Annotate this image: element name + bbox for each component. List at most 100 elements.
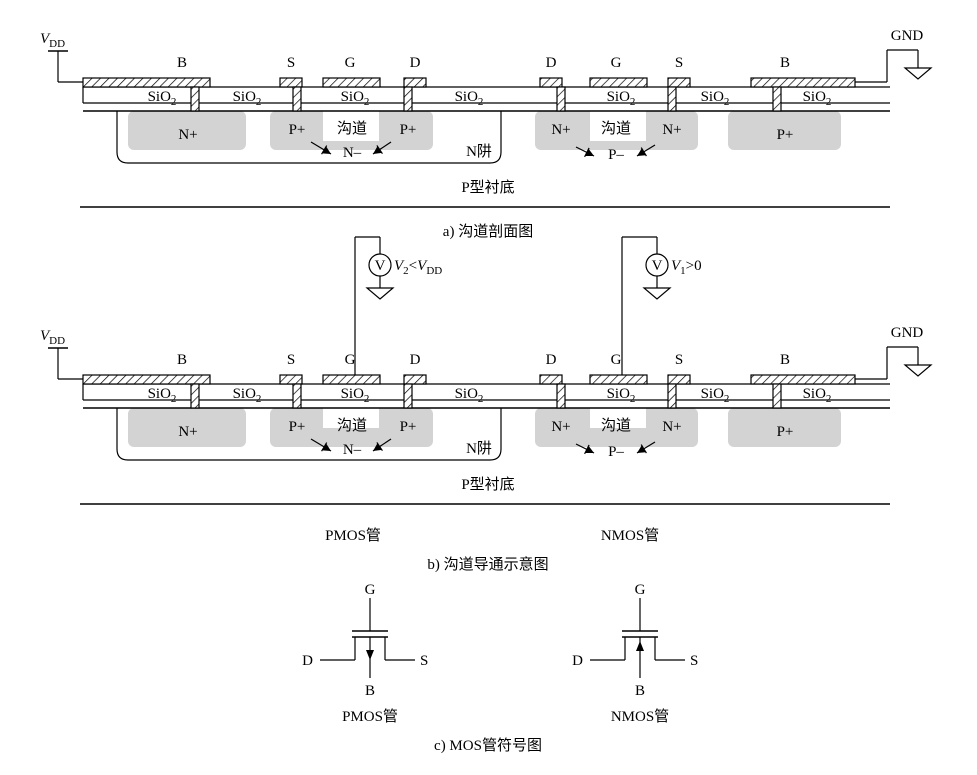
n-well-label: N阱	[466, 440, 492, 457]
voltmeter-v1: V	[621, 236, 672, 375]
pmos-s-label: S	[287, 55, 295, 71]
nmos-channel	[590, 111, 646, 141]
sio2-label-4: SiO2	[455, 386, 484, 405]
pmos-b-label: B	[177, 55, 187, 71]
nmos-channel-label: 沟道	[601, 120, 631, 137]
v2-main: V	[394, 258, 405, 274]
substrate-label: P型衬底	[461, 179, 514, 196]
nmos-gate	[589, 77, 648, 88]
v2-rel: <	[409, 258, 417, 274]
pmos-drain-contact-pad	[403, 374, 427, 385]
n-plus-body-label: N+	[178, 424, 197, 440]
sio2-label-3-main: SiO	[341, 386, 365, 402]
pmos-d-label: D	[410, 55, 421, 71]
nmos-body-contact-pad	[750, 77, 856, 88]
caption-c: c) MOS管符号图	[434, 737, 542, 754]
v1-main: V	[671, 258, 682, 274]
nmos-body-contact	[772, 383, 782, 409]
sio2-label-2-sub: 2	[256, 96, 262, 108]
sio2-label-3-sub: 2	[364, 96, 370, 108]
pmos-source-contact-pad	[279, 374, 303, 385]
nmos-s-label: S	[675, 352, 683, 368]
junction-arrow-icon	[575, 146, 595, 158]
ground-icon	[903, 364, 933, 377]
nmos-source-contact-pad	[667, 374, 691, 385]
p-plus-body-region	[728, 111, 841, 150]
sio2-label-7: SiO2	[803, 386, 832, 405]
nmos-source-contact	[667, 86, 677, 112]
vdd-label-main: V	[40, 31, 51, 47]
junction-arrow-icon	[372, 141, 392, 155]
nmos-symbol-s-label: S	[690, 653, 698, 669]
nmos-symbol: G D S B NMOS管	[572, 582, 698, 725]
pmos-drain-contact	[403, 383, 413, 409]
sio2-label-1: SiO2	[148, 89, 177, 108]
nmos-channel-label: 沟道	[601, 417, 631, 434]
sio2-label-7-main: SiO	[803, 386, 827, 402]
pmos-p-plus-drain-label: P+	[400, 419, 417, 435]
caption-b: b) 沟道导通示意图	[427, 555, 548, 573]
n-plus-body-region	[128, 408, 246, 447]
junction-arrow-icon	[372, 438, 392, 452]
n-well-boundary	[116, 408, 502, 461]
v1-rel: >0	[686, 258, 702, 274]
nmos-n-plus-source-label: N+	[662, 122, 681, 138]
sio2-label-2: SiO2	[233, 89, 262, 108]
nmos-b-label: B	[780, 55, 790, 71]
nmos-b-label: B	[780, 352, 790, 368]
pmos-gate	[322, 374, 381, 385]
nmos-drain-contact-pad	[539, 77, 563, 88]
sio2-label-3-main: SiO	[341, 89, 365, 105]
ground-icon	[365, 287, 395, 300]
sio2-label-6-sub: 2	[724, 96, 730, 108]
nmos-device-label: NMOS管	[601, 527, 659, 544]
sio2-label-5: SiO2	[607, 386, 636, 405]
nmos-symbol-g-label: G	[635, 582, 646, 598]
pmos-channel	[323, 408, 379, 428]
sio2-label-3: SiO2	[341, 386, 370, 405]
sio2-label-1-main: SiO	[148, 386, 172, 402]
sio2-label-2-main: SiO	[233, 386, 257, 402]
voltmeter-v2: V	[354, 236, 395, 375]
pmos-body-contact-pad	[82, 374, 211, 385]
pmos-symbol-caption: PMOS管	[342, 708, 398, 725]
pmos-drain-contact	[403, 86, 413, 112]
n-minus-label: N–	[343, 145, 362, 161]
junction-arrow-icon	[310, 438, 332, 452]
pmos-d-label: D	[410, 352, 421, 368]
substrate-label: P型衬底	[461, 476, 514, 493]
nmos-symbol-d-label: D	[572, 653, 583, 669]
pmos-source-contact	[292, 86, 302, 112]
sio2-label-6-main: SiO	[701, 386, 725, 402]
pmos-source-contact-pad	[279, 77, 303, 88]
pmos-body-contact-pad	[82, 77, 211, 88]
sio2-label-5-main: SiO	[607, 89, 631, 105]
pmos-source-contact	[292, 383, 302, 409]
sio2-label-6-main: SiO	[701, 89, 725, 105]
nmos-n-plus-drain-label: N+	[551, 122, 570, 138]
sio2-label-7-main: SiO	[803, 89, 827, 105]
nmos-body-contact-pad	[750, 374, 856, 385]
pmos-channel-label: 沟道	[337, 120, 367, 137]
junction-arrow-icon	[636, 441, 656, 454]
nmos-g-label: G	[611, 352, 622, 368]
pmos-symbol-s-label: S	[420, 653, 428, 669]
vdd-label-main: V	[40, 328, 51, 344]
nmos-symbol-caption: NMOS管	[611, 708, 669, 725]
junction-arrow-icon	[636, 641, 644, 651]
nmos-drain-contact	[556, 383, 566, 409]
pmos-channel	[323, 111, 379, 141]
nmos-body-contact	[772, 86, 782, 112]
pmos-p-plus-source-label: P+	[289, 122, 306, 138]
pmos-s-label: S	[287, 352, 295, 368]
sio2-label-5-sub: 2	[630, 96, 636, 108]
nmos-drain-contact	[556, 86, 566, 112]
pmos-body-contact	[190, 383, 200, 409]
v1-sub: 1	[680, 265, 686, 277]
sio2-label-5-main: SiO	[607, 386, 631, 402]
sio2-label-2-main: SiO	[233, 89, 257, 105]
pmos-channel-label: 沟道	[337, 417, 367, 434]
p-plus-body-label: P+	[777, 127, 794, 143]
junction-arrow-icon	[310, 141, 332, 155]
